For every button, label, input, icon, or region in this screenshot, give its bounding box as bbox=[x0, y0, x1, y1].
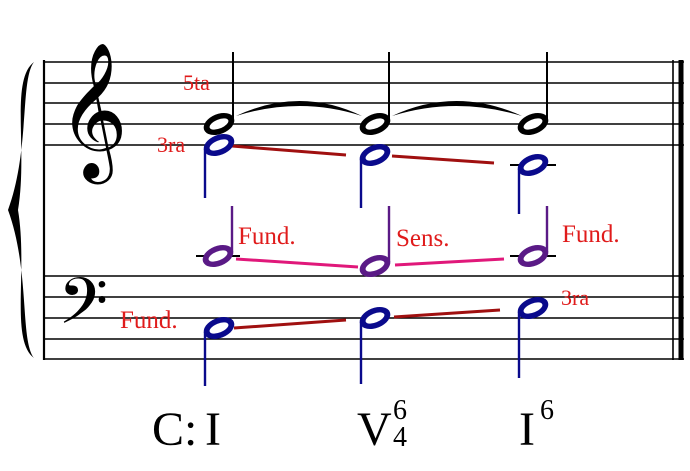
analysis-chord-3-figure: 6 bbox=[540, 395, 554, 426]
bass-note bbox=[359, 306, 391, 384]
tenor-function-label: Fund. bbox=[562, 221, 620, 248]
soprano-interval-label: 5ta bbox=[183, 70, 210, 95]
analysis-chord-3: I bbox=[519, 403, 535, 456]
analysis-chord-2-figure-bottom: 4 bbox=[393, 422, 407, 453]
tenor-note bbox=[517, 206, 549, 268]
tie bbox=[392, 101, 522, 116]
tenor-voice-line bbox=[394, 257, 505, 267]
analysis-chord-2: V bbox=[357, 403, 392, 456]
tenor-function-label: Sens. bbox=[396, 225, 449, 252]
analysis-chord-1: I bbox=[205, 403, 221, 456]
analysis-key: C: bbox=[152, 403, 197, 456]
bass-interval-label: 3ra bbox=[561, 285, 589, 310]
analysis-chord-2-figure-top: 6 bbox=[393, 395, 407, 426]
alto-voice-line bbox=[391, 154, 495, 165]
bass-clef-icon: 𝄢 bbox=[58, 265, 108, 355]
tenor-function-label: Fund. bbox=[238, 223, 296, 250]
soprano-note bbox=[517, 52, 549, 136]
bass-voice-line bbox=[393, 308, 501, 319]
grand-staff-brace bbox=[8, 62, 34, 358]
bass-function-label: Fund. bbox=[120, 307, 178, 334]
tie bbox=[236, 101, 362, 116]
alto-note bbox=[517, 153, 549, 214]
alto-interval-label: 3ra bbox=[157, 132, 185, 157]
tenor-voice-line bbox=[235, 257, 359, 269]
alto-note bbox=[359, 143, 391, 208]
soprano-note bbox=[203, 52, 235, 136]
bass-note bbox=[203, 316, 235, 386]
alto-note bbox=[203, 133, 235, 198]
voice-leading-lines bbox=[231, 144, 505, 330]
alto-voice-line bbox=[231, 144, 347, 157]
tenor-note bbox=[359, 206, 391, 278]
soprano-note bbox=[359, 52, 391, 136]
bass-note bbox=[517, 296, 549, 378]
tenor-note bbox=[202, 206, 234, 268]
bass-voice-line bbox=[233, 318, 347, 330]
treble-clef-icon: 𝄞 bbox=[58, 40, 128, 184]
